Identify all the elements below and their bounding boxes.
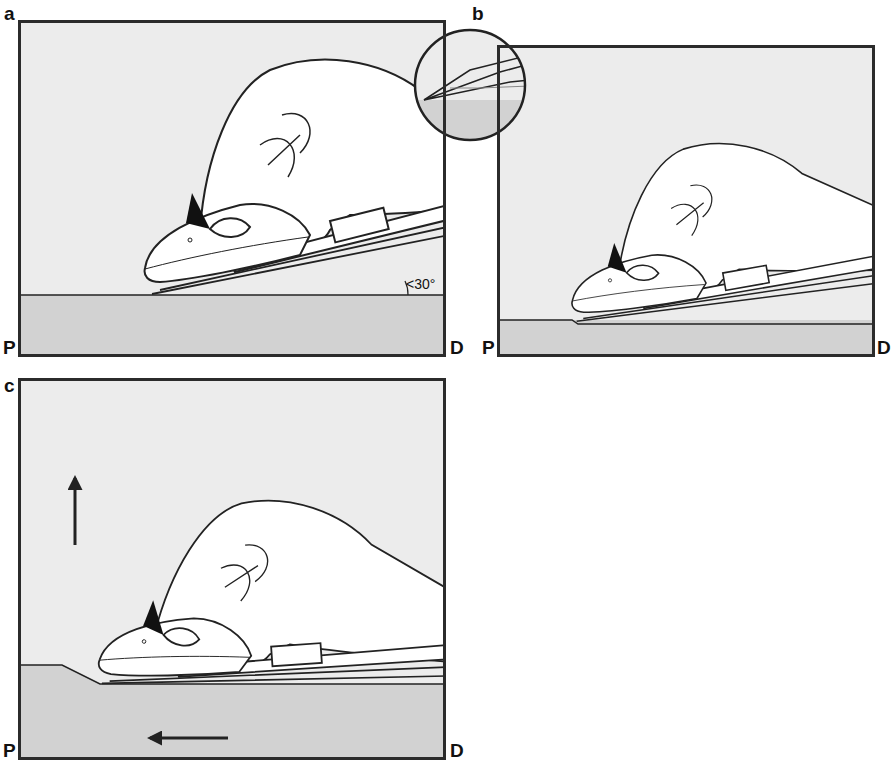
- figure-panel: cPD: [18, 378, 446, 760]
- figure-panel: bPD: [497, 45, 875, 357]
- panel-label: D: [450, 338, 464, 357]
- magnified-inset: [410, 25, 530, 150]
- panel-letter: b: [472, 4, 484, 23]
- panel-label: D: [877, 338, 891, 357]
- panel-label: P: [3, 338, 16, 357]
- panel-letter: a: [4, 4, 15, 23]
- figure-panel: aPD<30°: [18, 20, 446, 357]
- panel-label: P: [482, 338, 495, 357]
- panel-label: P: [3, 741, 16, 760]
- panel-label: D: [450, 741, 464, 760]
- panel-letter: c: [4, 376, 15, 395]
- panel-label: <30°: [406, 277, 435, 291]
